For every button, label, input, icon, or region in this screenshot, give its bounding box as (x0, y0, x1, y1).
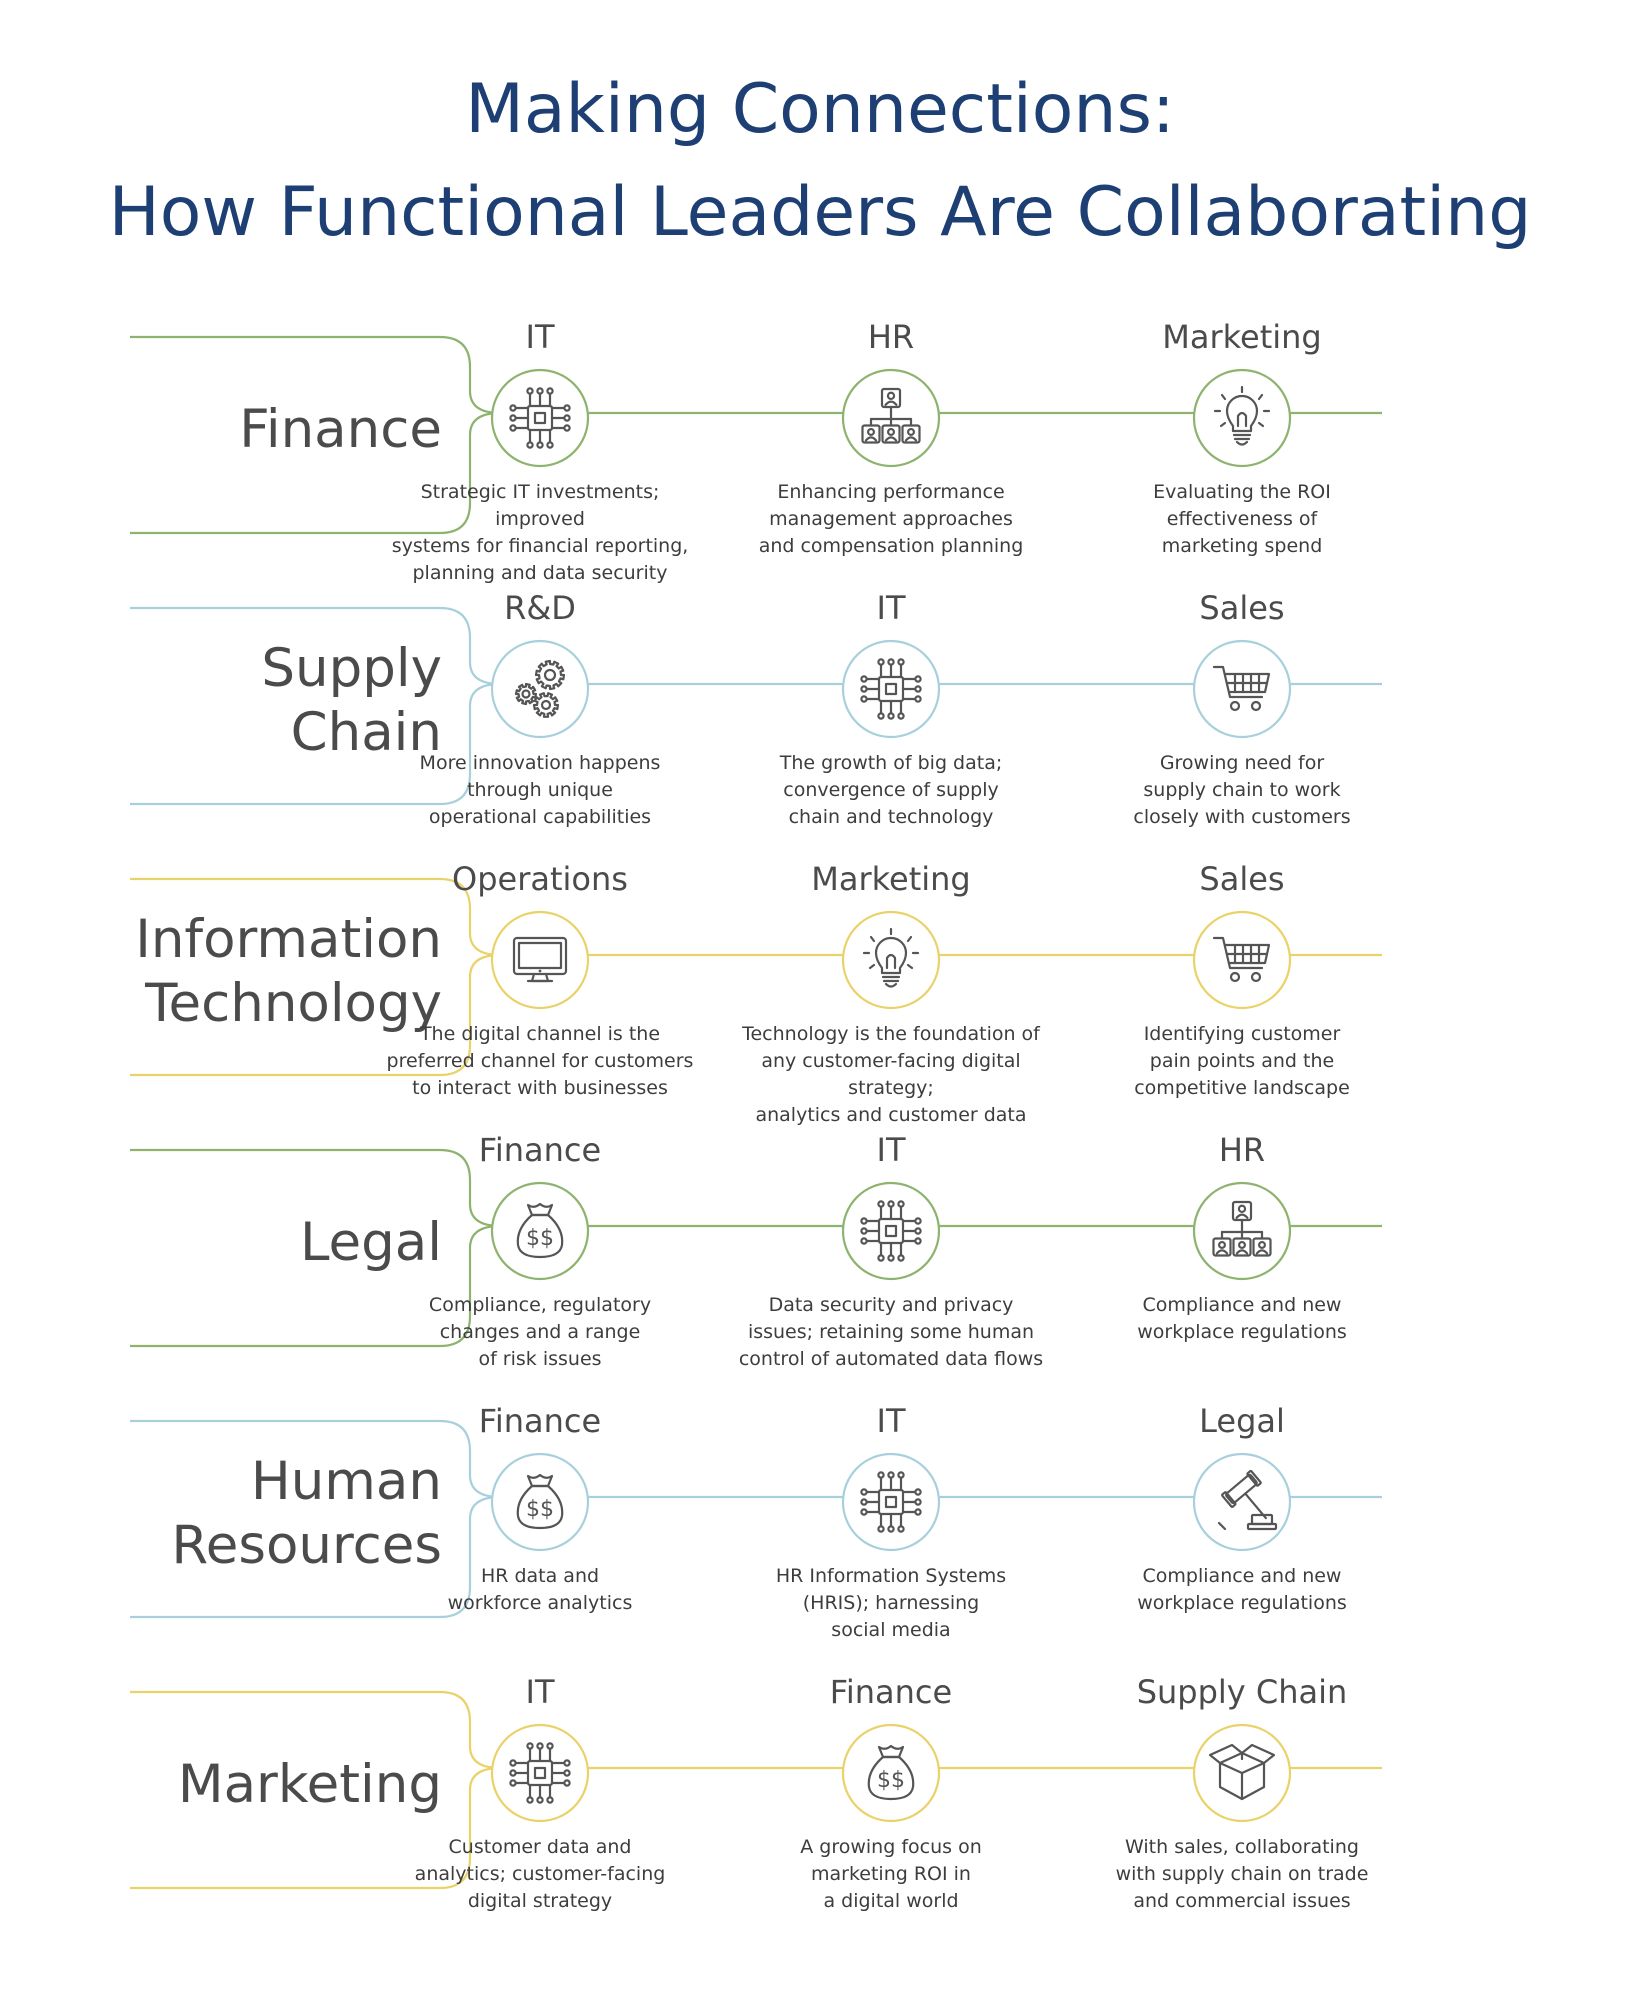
row-bracket (130, 606, 501, 806)
partner-name: Finance (829, 1673, 953, 1711)
svg-text:$$: $$ (526, 1226, 554, 1251)
partner-description: Compliance, regulatory changes and a ran… (428, 1294, 652, 1370)
row-title: Legal (299, 1212, 442, 1273)
row-finance: Finance IT Strategic IT investments; impro… (0, 315, 1640, 584)
partner-name: Finance (478, 1131, 602, 1169)
partner-description: HR data and workforce analytics (447, 1565, 633, 1614)
partner-name: Sales (1199, 860, 1285, 898)
partner-card: HR Enhancing performance management appro… (731, 315, 1051, 557)
partner-card: IT Customer data and analytics; customer-… (380, 1670, 700, 1912)
partner-description: With sales, collaborating with supply ch… (1115, 1836, 1369, 1912)
partner-description: Compliance and new workplace regulations (1137, 1294, 1347, 1343)
org-chart-icon (1192, 1181, 1292, 1281)
box-icon (1192, 1723, 1292, 1823)
chip-icon (841, 1452, 941, 1552)
row-supply-chain: Supply Chain R&D More innovation happens t… (0, 586, 1640, 828)
partner-card: Finance $$ Compliance, regulatory changes … (380, 1128, 700, 1370)
svg-text:$$: $$ (877, 1768, 905, 1793)
partner-name: IT (876, 589, 906, 627)
partner-description: Strategic IT investments; improved syste… (391, 481, 689, 584)
partner-description: Data security and privacy issues; retain… (738, 1294, 1044, 1370)
row-bracket (130, 1148, 501, 1348)
monitor-icon (490, 910, 590, 1010)
chip-icon (841, 1181, 941, 1281)
gavel-icon (1192, 1452, 1292, 1552)
cart-icon (1192, 910, 1292, 1010)
row-bracket (130, 1419, 501, 1619)
partner-description: The digital channel is the preferred cha… (386, 1023, 694, 1099)
partner-name: Sales (1199, 589, 1285, 627)
partner-description: Evaluating the ROI effectiveness of mark… (1153, 481, 1331, 557)
money-bag-icon: $$ (841, 1723, 941, 1823)
partner-description: Identifying customer pain points and the… (1134, 1023, 1350, 1099)
partner-card: IT HR Information Systems (HRIS); harness… (731, 1399, 1051, 1641)
partner-description: More innovation happens through unique o… (419, 752, 661, 828)
partner-card: Finance $$ HR data and workforce analytics (380, 1399, 700, 1629)
money-bag-icon: $$ (490, 1181, 590, 1281)
partner-name: Marketing (1162, 318, 1322, 356)
svg-text:$$: $$ (526, 1497, 554, 1522)
row-title: Human Resources (171, 1451, 442, 1576)
partner-description: A growing focus on marketing ROI in a di… (800, 1836, 982, 1912)
partner-card: HR Compliance and new workplace regulatio… (1082, 1128, 1402, 1358)
page-title: Making Connections: How Functional Leade… (0, 58, 1640, 264)
row-title: Finance (239, 399, 442, 460)
org-chart-icon (841, 368, 941, 468)
partner-description: Customer data and analytics; customer-fa… (414, 1836, 666, 1912)
partner-description: Compliance and new workplace regulations (1137, 1565, 1347, 1614)
partner-name: HR (867, 318, 915, 356)
row-title: Supply Chain (261, 638, 442, 763)
partner-description: Growing need for supply chain to work cl… (1133, 752, 1351, 828)
row-title: Information Technology (135, 909, 442, 1034)
partner-name: Finance (478, 1402, 602, 1440)
partner-name: Legal (1199, 1402, 1285, 1440)
row-bracket (130, 1690, 501, 1890)
title-line-2: How Functional Leaders Are Collaborating (108, 173, 1532, 252)
row-human-resources: Human Resources Finance $$ HR data and work… (0, 1399, 1640, 1641)
partner-description: The growth of big data; convergence of s… (779, 752, 1003, 828)
chip-icon (490, 368, 590, 468)
partner-name: R&D (504, 589, 576, 627)
money-bag-icon: $$ (490, 1452, 590, 1552)
partner-name: Supply Chain (1136, 1673, 1348, 1711)
partner-name: IT (525, 318, 555, 356)
partner-name: IT (525, 1673, 555, 1711)
title-line-1: Making Connections: (465, 70, 1175, 149)
lightbulb-icon (1192, 368, 1292, 468)
lightbulb-icon (841, 910, 941, 1010)
partner-card: IT The growth of big data; convergence of… (731, 586, 1051, 828)
row-bracket (130, 335, 501, 535)
partner-name: IT (876, 1131, 906, 1169)
row-marketing: Marketing IT Customer data and analytics; … (0, 1670, 1640, 1912)
partner-name: Operations (452, 860, 628, 898)
chip-icon (841, 639, 941, 739)
row-title: Marketing (177, 1754, 442, 1815)
partner-name: HR (1218, 1131, 1266, 1169)
partner-description: Technology is the foundation of any cust… (742, 1023, 1040, 1126)
partner-description: Enhancing performance management approac… (758, 481, 1024, 557)
row-legal: Legal Finance $$ Compliance, regulatory cha… (0, 1128, 1640, 1370)
partner-name: IT (876, 1402, 906, 1440)
partner-name: Marketing (811, 860, 971, 898)
partner-card: Finance $$ A growing focus on marketing RO… (731, 1670, 1051, 1912)
partner-card: R&D More innovation happens through uniqu… (380, 586, 700, 828)
chip-icon (490, 1723, 590, 1823)
gears-icon (490, 639, 590, 739)
partner-card: IT Data security and privacy issues; reta… (731, 1128, 1051, 1370)
partner-card: IT Strategic IT investments; improved sys… (380, 315, 700, 584)
cart-icon (1192, 639, 1292, 739)
row-bracket (130, 877, 501, 1077)
partner-description: HR Information Systems (HRIS); harnessin… (775, 1565, 1007, 1641)
